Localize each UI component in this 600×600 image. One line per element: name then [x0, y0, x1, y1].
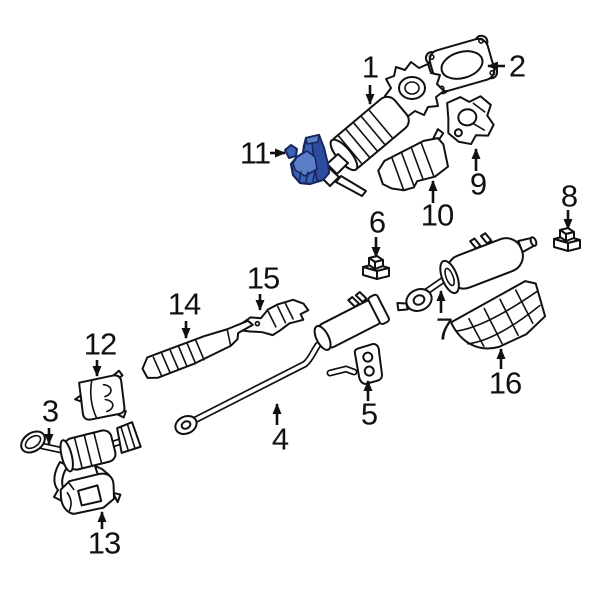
part-drawing-4[interactable]: [172, 286, 390, 438]
callout-arrows: [44, 61, 573, 529]
part-label-4[interactable]: 4: [271, 421, 289, 457]
part-drawing-8[interactable]: [553, 227, 581, 252]
part-label-15[interactable]: 15: [246, 260, 280, 296]
part-drawing-15[interactable]: [238, 298, 310, 338]
part-drawing-5[interactable]: [353, 343, 384, 385]
part-label-5[interactable]: 5: [360, 396, 378, 432]
part-drawing-14[interactable]: [137, 319, 259, 381]
part-drawing-1[interactable]: [320, 61, 445, 197]
part-drawing-7[interactable]: [394, 217, 543, 319]
part-label-12[interactable]: 12: [83, 326, 117, 362]
part-drawing-9[interactable]: [444, 93, 496, 147]
part-drawing-16[interactable]: [447, 278, 552, 360]
part-label-13[interactable]: 13: [87, 525, 121, 561]
part-label-10[interactable]: 10: [420, 197, 454, 233]
part-drawing-11-highlighted[interactable]: [284, 133, 331, 186]
part-drawing-6[interactable]: [362, 255, 390, 280]
part-label-6[interactable]: 6: [368, 204, 386, 240]
part-label-16[interactable]: 16: [488, 365, 522, 401]
part-drawing-10[interactable]: [372, 128, 459, 199]
part-label-9[interactable]: 9: [469, 166, 487, 202]
part-label-7[interactable]: 7: [435, 311, 453, 347]
part-drawing-13[interactable]: [58, 471, 122, 516]
part-drawing-12[interactable]: [72, 369, 127, 423]
part-label-3[interactable]: 3: [41, 393, 59, 429]
part-label-8[interactable]: 8: [560, 178, 578, 214]
part-label-2[interactable]: 2: [508, 48, 526, 84]
part-label-14[interactable]: 14: [167, 286, 201, 322]
part-label-11[interactable]: 11: [239, 135, 271, 171]
part-label-1[interactable]: 1: [361, 49, 379, 85]
